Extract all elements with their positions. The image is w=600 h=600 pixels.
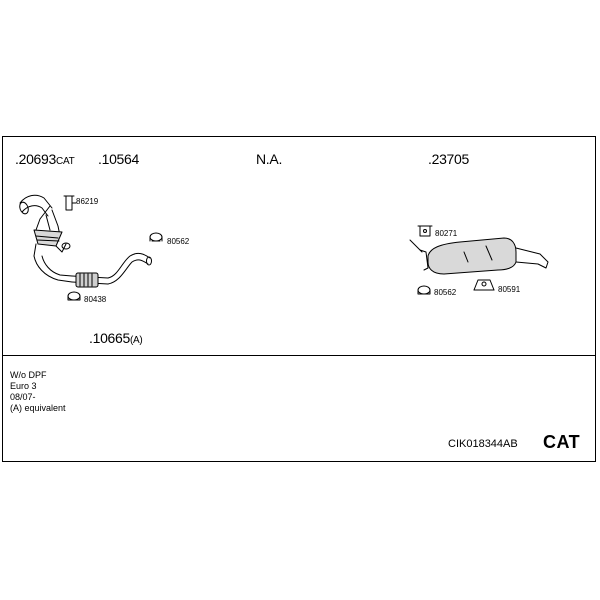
clamp-80562-icon — [149, 232, 163, 242]
hanger-80271-icon — [417, 225, 433, 237]
clamp-80438-icon — [67, 291, 81, 301]
diagram-frame — [2, 136, 596, 462]
clamp-86219-icon — [63, 195, 77, 211]
mount-80591-icon — [473, 279, 495, 291]
part-10665: .10665(A) — [89, 330, 143, 346]
callout-80591: 80591 — [498, 285, 521, 294]
part-na: N.A. — [256, 151, 283, 167]
note-line: (A) equivalent — [10, 403, 66, 413]
part-23705: .23705 — [428, 151, 470, 167]
notes-block: W/o DPF Euro 3 08/07- (A) equivalent — [10, 370, 66, 414]
callout-80271: 80271 — [435, 229, 458, 238]
front-pipe-icon — [71, 252, 152, 288]
part-10564: .10564 — [98, 151, 140, 167]
part-10665-suffix: (A) — [130, 335, 143, 346]
callout-86219: 86219 — [76, 197, 99, 206]
callout-80562-left: 80562 — [167, 237, 190, 246]
part-20693-number: .20693 — [15, 151, 57, 167]
note-line: W/o DPF — [10, 370, 47, 380]
type-label: CAT — [543, 432, 581, 452]
note-line: Euro 3 — [10, 381, 37, 391]
callout-80562-right: 80562 — [434, 288, 457, 297]
note-line: 08/07- — [10, 392, 36, 402]
part-20693-suffix: CAT — [56, 156, 75, 167]
kit-code: CIK018344AB — [448, 438, 518, 450]
clamp-80562-right-icon — [417, 285, 431, 295]
rear-silencer-icon — [409, 237, 549, 275]
part-20693: .20693CAT — [15, 151, 75, 167]
callout-80438: 80438 — [84, 295, 107, 304]
part-10665-number: .10665 — [89, 330, 131, 346]
section-divider — [2, 355, 596, 356]
catalytic-converter-icon — [19, 194, 73, 283]
